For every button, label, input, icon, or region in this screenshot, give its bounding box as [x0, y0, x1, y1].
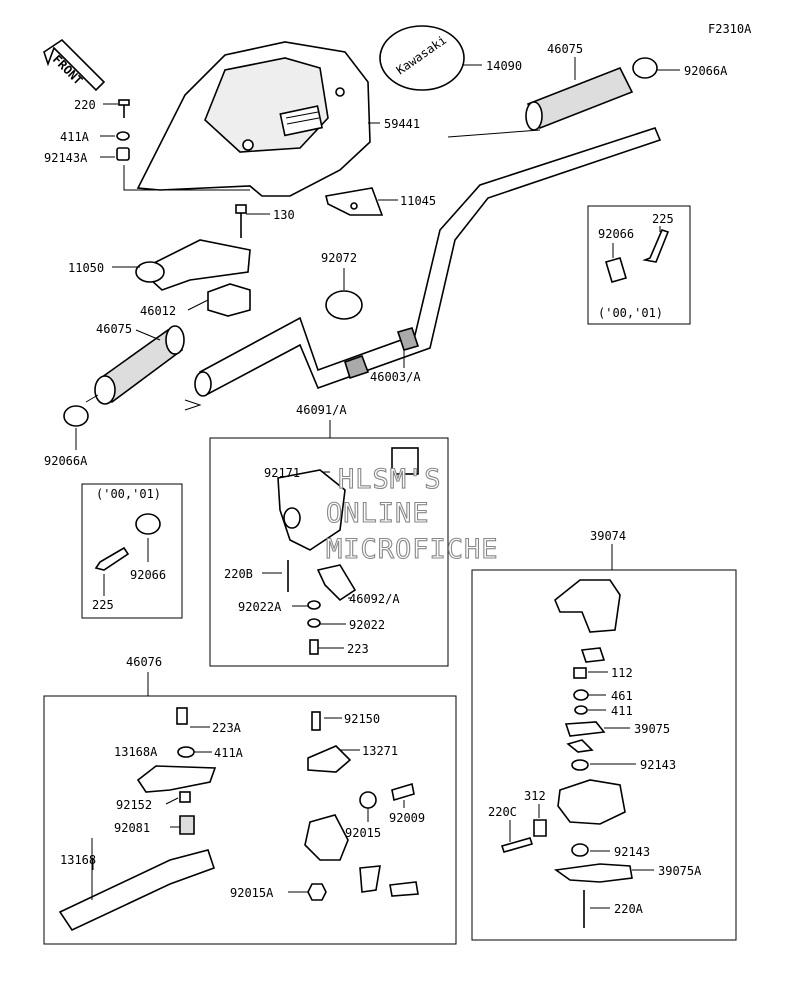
svg-text:('00,'01): ('00,'01) [96, 487, 161, 501]
label-92150: 92150 [344, 712, 380, 726]
label-92066-vb: 92066 [598, 227, 634, 241]
front-arrow-icon: FRONT [43, 38, 106, 92]
label-92171: 92171 [264, 466, 300, 480]
label-46075-left: 46075 [96, 322, 132, 336]
label-461: 461 [611, 689, 633, 703]
label-46012: 46012 [140, 304, 176, 318]
label-92022: 92022 [349, 618, 385, 632]
switch-assembly-box [209, 420, 449, 667]
label-92066A-top: 92066A [684, 64, 728, 78]
label-92081: 92081 [114, 821, 150, 835]
label-13271: 13271 [362, 744, 398, 758]
label-112: 112 [611, 666, 633, 680]
label-92143-a: 92143 [640, 758, 676, 772]
svg-text:ONLINE: ONLINE [326, 498, 430, 529]
throttle-case-box [471, 544, 737, 941]
label-225-vb: 225 [652, 212, 674, 226]
label-92066-vl: 92066 [130, 568, 166, 582]
label-46091A: 46091/A [296, 403, 347, 417]
svg-text:('00,'01): ('00,'01) [598, 306, 663, 320]
label-312: 312 [524, 789, 546, 803]
diagram-code: F2310A [708, 22, 752, 36]
kawasaki-emblem: Kawasaki [379, 25, 465, 91]
label-92152: 92152 [116, 798, 152, 812]
variant-box-right: ('00,'01) [587, 205, 691, 325]
bracket-11045 [325, 187, 384, 216]
right-grip [525, 66, 634, 131]
label-92015: 92015 [345, 826, 381, 840]
grip-end-cap-right [632, 57, 658, 79]
handlebar-holder [207, 283, 251, 317]
bolt-130 [235, 204, 247, 238]
svg-text:MICROFICHE: MICROFICHE [326, 534, 499, 565]
label-11045: 11045 [400, 194, 436, 208]
left-grip [94, 325, 185, 405]
label-92009: 92009 [389, 811, 425, 825]
grommet-92143A [116, 147, 130, 161]
label-225-vl: 225 [92, 598, 114, 612]
label-92072: 92072 [321, 251, 357, 265]
label-14090: 14090 [486, 59, 522, 73]
label-13168A: 13168A [114, 745, 158, 759]
label-92143A: 92143A [44, 151, 88, 165]
clutch-lever-box [43, 672, 457, 945]
clamp-92072 [325, 290, 363, 320]
bracket-11050 [135, 239, 251, 291]
label-39075: 39075 [634, 722, 670, 736]
label-411: 411 [611, 704, 633, 718]
label-220: 220 [74, 98, 96, 112]
variant-box-left: ('00,'01) [81, 483, 183, 619]
label-46092A: 46092/A [349, 592, 400, 606]
label-59441: 59441 [384, 117, 420, 131]
label-92015A: 92015A [230, 886, 274, 900]
part-labels: 14090 46075 92066A 59441 220 411A 92143A… [44, 42, 728, 916]
label-411A-lever: 411A [214, 746, 244, 760]
washer-411A-top [116, 131, 130, 141]
label-92066A-left: 92066A [44, 454, 88, 468]
label-46075-top: 46075 [547, 42, 583, 56]
label-39075A: 39075A [658, 864, 702, 878]
svg-text:HLSM'S: HLSM'S [338, 464, 442, 495]
label-46003A: 46003/A [370, 370, 421, 384]
handlebar [194, 127, 662, 397]
label-13168: 13168 [60, 853, 96, 867]
label-92022A: 92022A [238, 600, 282, 614]
label-39074: 39074 [590, 529, 626, 543]
label-130: 130 [273, 208, 295, 222]
screw-220 [118, 99, 130, 118]
watermark: HLSM'S ONLINE MICROFICHE [325, 463, 499, 565]
label-220B: 220B [224, 567, 253, 581]
label-223A: 223A [212, 721, 242, 735]
label-220A: 220A [614, 902, 644, 916]
label-11050: 11050 [68, 261, 104, 275]
leader-lines [75, 57, 680, 450]
grip-end-cap-left [63, 405, 89, 427]
label-46076: 46076 [126, 655, 162, 669]
meter-cover [136, 41, 371, 197]
label-223: 223 [347, 642, 369, 656]
label-411A: 411A [60, 130, 90, 144]
label-92143-b: 92143 [614, 845, 650, 859]
label-220C: 220C [488, 805, 517, 819]
